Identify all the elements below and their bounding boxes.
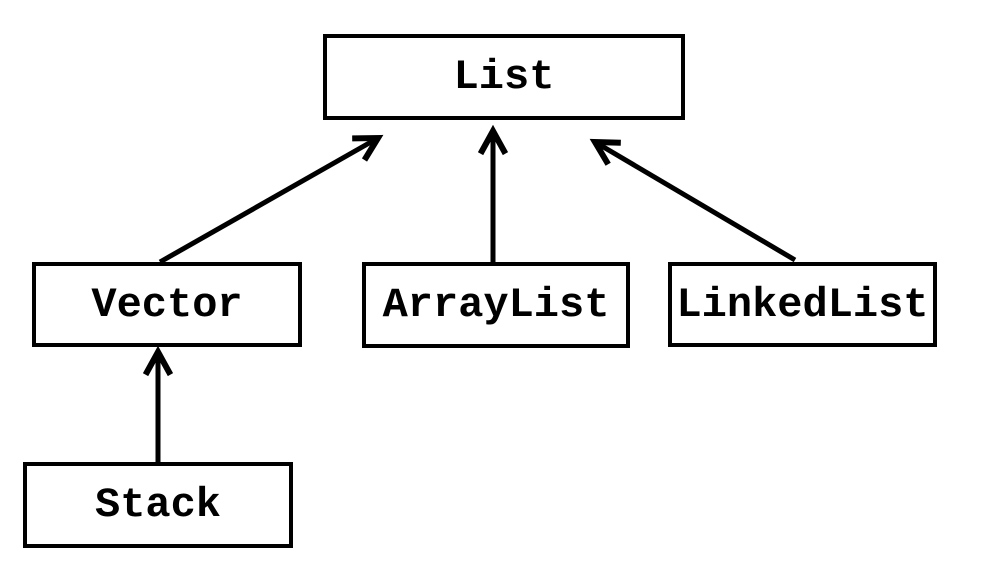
edge-linkedlist-to-list-arrow xyxy=(595,142,797,263)
node-linkedlist: LinkedList xyxy=(668,262,937,347)
node-stack-label: Stack xyxy=(94,481,222,529)
node-stack: Stack xyxy=(23,462,293,548)
node-linkedlist-label: LinkedList xyxy=(676,280,929,329)
node-arraylist: ArrayList xyxy=(362,262,630,348)
node-vector-label: Vector xyxy=(91,280,243,329)
edge-vector-to-list-arrow xyxy=(158,138,378,265)
node-list: List xyxy=(323,34,685,120)
node-arraylist-label: ArrayList xyxy=(382,281,610,329)
node-vector: Vector xyxy=(32,262,302,347)
node-list-label: List xyxy=(453,53,555,101)
